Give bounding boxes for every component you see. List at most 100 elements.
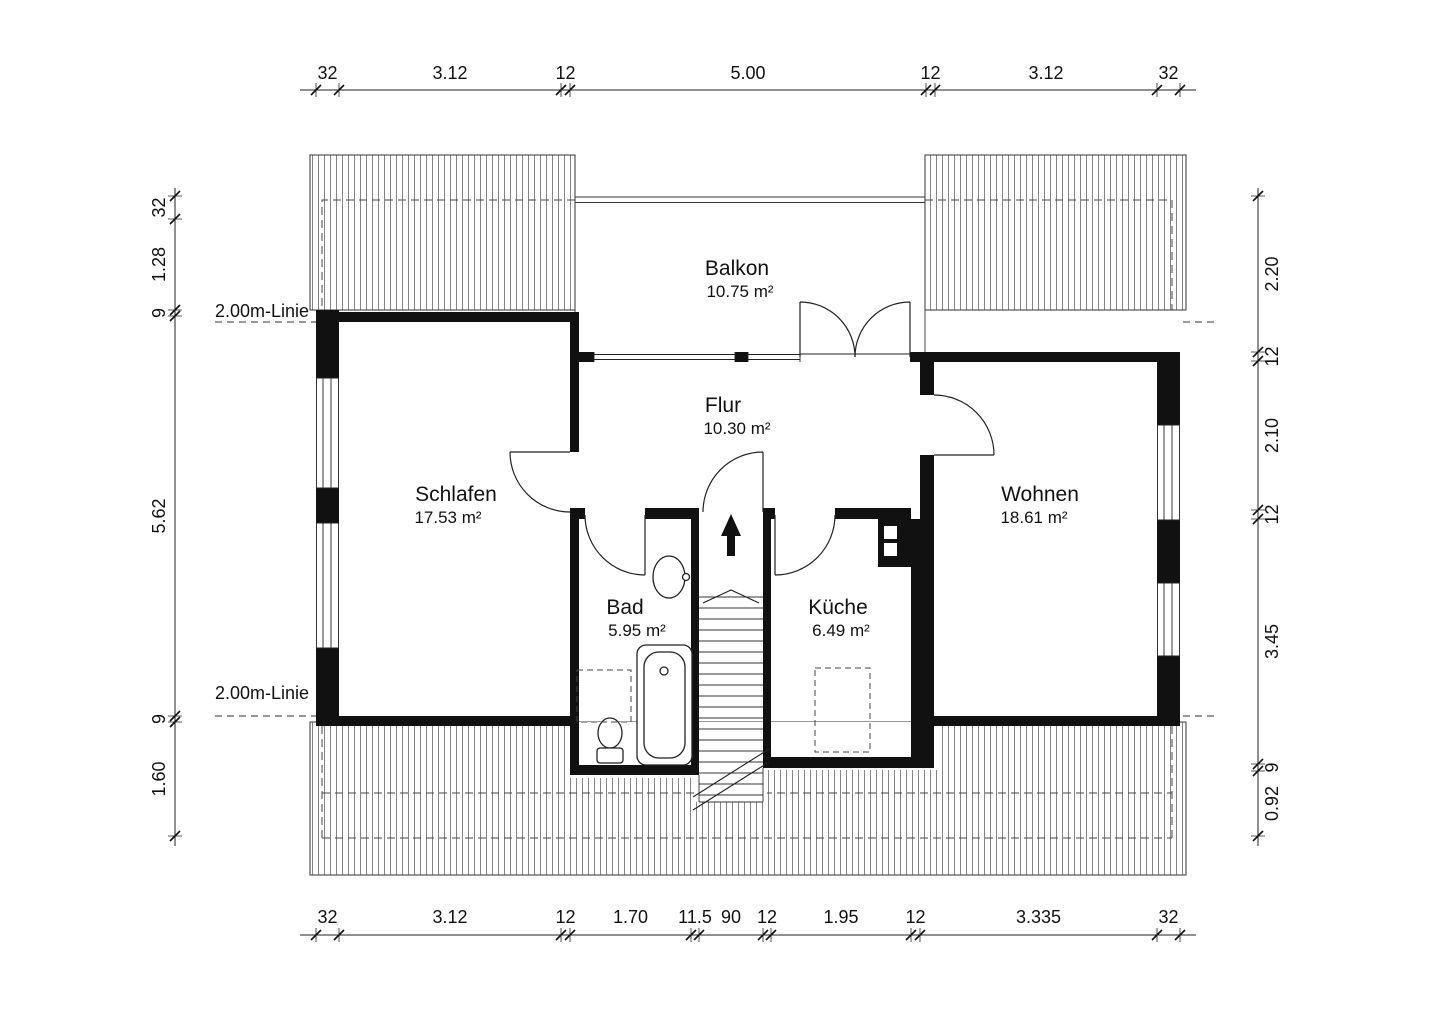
dimension-label: 1.28 <box>149 247 169 282</box>
room-area-flur: 10.30 m² <box>703 419 770 438</box>
dimension-label: 2.10 <box>1262 418 1282 453</box>
room-name-balkon: Balkon <box>705 257 769 280</box>
chimney-flue <box>884 543 897 556</box>
dimension-chain-right: 2.20 12 2.10 12 3.45 9 0.92 <box>1251 188 1282 846</box>
roof-dashed-bottom <box>321 726 1173 839</box>
dimension-label: 2.20 <box>1262 256 1282 291</box>
dimension-label: 1.60 <box>149 761 169 796</box>
stairs <box>692 514 770 811</box>
dimension-chain-bottom: 32 3.12 12 1.70 11.5 90 12 1.95 12 3.335… <box>300 907 1196 942</box>
wall-kueche-bottom <box>763 757 934 768</box>
door-balcony-left <box>799 301 856 358</box>
toilet-icon <box>596 717 624 764</box>
dimension-label: 5.00 <box>730 63 765 83</box>
windows <box>316 352 1180 657</box>
dimension-label: 12 <box>555 63 575 83</box>
door-stairs <box>702 451 764 513</box>
wall-flur-south <box>645 508 699 519</box>
window-wohnen-1 <box>1157 424 1180 521</box>
wall-right-exterior <box>1157 656 1180 726</box>
dimension-label: 9 <box>149 714 169 724</box>
dimension-label: 9 <box>1262 762 1282 772</box>
dimension-label: 1.95 <box>823 907 858 927</box>
dimension-label: 11.5 <box>678 907 712 927</box>
two-meter-label-bottom: 2.00m-Linie <box>215 683 309 703</box>
dimension-label: 12 <box>555 907 575 927</box>
dimension-label: 12 <box>1262 504 1282 524</box>
room-area-kueche: 6.49 m² <box>812 621 870 640</box>
stair-shaft-outline <box>698 768 764 803</box>
wall-balcony-post <box>571 352 594 362</box>
wall-left-exterior <box>316 648 339 726</box>
dimension-label: 9 <box>149 308 169 318</box>
wall-left-exterior <box>316 488 339 523</box>
stair-walk-line <box>702 589 760 604</box>
wall-schlafen-bad <box>570 512 579 775</box>
wall-right-exterior <box>1157 352 1180 425</box>
balcony-railing <box>574 196 926 203</box>
dimension-label: 32 <box>1158 907 1178 927</box>
window-balcony-2 <box>747 352 801 362</box>
roof-hatch-top-left <box>309 154 576 311</box>
room-name-wohnen: Wohnen <box>1001 483 1079 506</box>
dimension-label: 12 <box>905 907 925 927</box>
wall-bad-stairs <box>691 519 699 775</box>
wall-flur-south <box>570 508 585 519</box>
door-schlafen <box>509 451 571 513</box>
room-name-bad: Bad <box>606 596 643 619</box>
window-balcony-1 <box>593 352 736 362</box>
wall-stairs-kueche <box>763 519 771 768</box>
bathtub-icon <box>636 644 693 766</box>
door-kueche <box>774 514 836 576</box>
dimension-chain-left: 32 1.28 9 5.62 9 1.60 <box>149 188 182 846</box>
dimension-label: 0.92 <box>1262 786 1282 821</box>
dimension-chain-top: 32 3.12 12 5.00 12 3.12 32 <box>300 63 1196 97</box>
dimension-label: 3.12 <box>432 63 467 83</box>
wall-wohnen-top <box>920 352 1180 362</box>
dimension-label: 90 <box>721 907 741 927</box>
wall-schlafen-flur <box>570 312 579 452</box>
dimension-label: 32 <box>317 907 337 927</box>
room-labels: Balkon 10.75 m² Flur 10.30 m² Schlafen 1… <box>414 257 1078 640</box>
roof-dashed-top-left <box>321 199 575 310</box>
room-area-wohnen: 18.61 m² <box>1000 508 1067 527</box>
doors <box>509 301 995 576</box>
wall-flur-south <box>835 508 911 519</box>
wall-schlafen-top <box>316 312 579 322</box>
room-area-balkon: 10.75 m² <box>706 282 773 301</box>
wall-left-exterior <box>316 310 339 378</box>
two-meter-lines: 2.00m-Linie 2.00m-Linie <box>215 301 1216 717</box>
wall-wohnen-bottom <box>920 716 1180 726</box>
wall-balcony-post <box>735 352 748 362</box>
room-name-kueche: Küche <box>808 596 868 619</box>
window-schlafen-1 <box>316 377 339 489</box>
wall-balcony-post <box>910 352 920 362</box>
door-balcony-right <box>854 301 911 358</box>
dimension-label: 12 <box>920 63 940 83</box>
dimension-label: 3.45 <box>1262 624 1282 659</box>
bad-dashed-fixture <box>576 669 632 723</box>
dimension-label: 12 <box>757 907 777 927</box>
kueche-dashed-counter <box>814 667 871 753</box>
wall-flur-wohnen <box>920 362 934 395</box>
chimney <box>878 519 911 567</box>
stair-up-arrow-icon <box>721 514 741 556</box>
door-wohnen <box>933 394 995 456</box>
roof-hatch-top-right <box>924 154 1187 311</box>
dimension-label: 12 <box>1262 346 1282 366</box>
two-meter-label-top: 2.00m-Linie <box>215 301 309 321</box>
dimension-label: 32 <box>1158 63 1178 83</box>
sink-icon <box>652 555 691 599</box>
dimension-label: 32 <box>317 63 337 83</box>
fixtures <box>576 555 871 766</box>
wall-right-exterior <box>1157 520 1180 583</box>
walls <box>316 310 1180 775</box>
roof-dashed-top-right <box>925 199 1173 310</box>
wall-schlafen-bottom <box>316 716 579 726</box>
window-schlafen-2 <box>316 522 339 649</box>
wall-flur-south <box>763 508 775 519</box>
dimension-label: 1.70 <box>613 907 648 927</box>
dimension-label: 3.335 <box>1016 907 1061 927</box>
